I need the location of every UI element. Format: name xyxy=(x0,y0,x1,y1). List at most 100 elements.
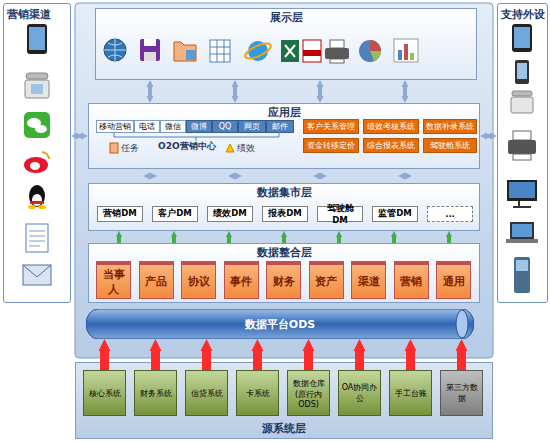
ods-band: 数据平台ODS xyxy=(86,309,474,339)
app-system-box: 数据补录系统 xyxy=(423,119,477,134)
ods-cylinder-end xyxy=(456,310,468,338)
box-label: 财务系统 xyxy=(139,388,173,399)
subject-area-box: 营销 xyxy=(394,261,429,299)
channel-cell: 微信 xyxy=(160,120,186,133)
box-label: 营销 xyxy=(399,274,423,289)
layer-box: 数据集市层营销DM 客户DM 绩效DM 报表DM 驾驶舱DM 监管DM... xyxy=(88,183,480,231)
box-label: 微博 xyxy=(190,121,208,132)
box-label: 邮件 xyxy=(271,121,289,132)
box-label: 通用 xyxy=(442,274,466,289)
source-system-box: 卡系统 xyxy=(236,370,279,416)
data-mart-box: 客户DM xyxy=(152,206,198,222)
data-mart-box: 监管DM xyxy=(372,206,418,222)
box-label: 驾驶舱DM xyxy=(318,203,362,225)
box-label: 卡系统 xyxy=(245,388,271,399)
box-label: 电话 xyxy=(138,121,156,132)
box-label: 驾驶舱系统 xyxy=(429,140,471,151)
box-label: 数据仓库 (原行内ODS) xyxy=(288,378,329,409)
box-label: 监管DM xyxy=(377,208,413,220)
app-system-box: 绩效考核系统 xyxy=(363,119,419,134)
source-system-box: 手工台账 xyxy=(389,370,432,416)
layer-title: 展示层 xyxy=(96,10,476,25)
annotation-label: O2O营销中心 xyxy=(158,140,216,153)
source-system-box: OA协同办公 xyxy=(338,370,381,416)
box-label: 当事人 xyxy=(97,267,130,297)
architecture-frame xyxy=(75,3,493,358)
layer-title: 营销渠道 xyxy=(7,7,51,22)
annotation-label: 任务 xyxy=(121,142,139,155)
app-system-box: 驾驶舱系统 xyxy=(423,138,477,153)
layer-title: 应用层 xyxy=(89,105,479,120)
app-system-box: 综合报表系统 xyxy=(363,138,419,153)
source-system-box: 财务系统 xyxy=(134,370,177,416)
box-label: 事件 xyxy=(229,274,253,289)
box-label: OA协同办公 xyxy=(339,382,380,404)
layer-box: 数据整合层当事人产品 协议 事件 财务资产渠道 营销 通用 xyxy=(88,243,480,303)
channel-cell: 网页 xyxy=(238,120,266,133)
box-label: 绩效DM xyxy=(212,208,248,220)
box-label: 报表DM xyxy=(267,208,303,220)
box-label: 信贷系统 xyxy=(190,388,224,399)
box-label: 数据平台ODS xyxy=(244,317,316,332)
layer-title: 源系统层 xyxy=(76,421,492,436)
box-label: 第三方数据 xyxy=(441,382,482,404)
subject-area-box: 事件 xyxy=(224,261,259,299)
source-system-box: 信贷系统 xyxy=(185,370,228,416)
subject-area-box: 资产 xyxy=(309,261,344,299)
channel-cell: 移动营销 xyxy=(96,120,134,133)
box-label: 财务 xyxy=(272,274,296,289)
box-label: 核心系统 xyxy=(88,388,122,399)
source-system-box: 核心系统 xyxy=(83,370,126,416)
data-mart-box: ... xyxy=(427,206,473,222)
layer-box: 应用层移动营销电话微信微博 QQ 网页邮件 客户关系管理绩效考核系统数据补录系统资金转… xyxy=(88,103,480,169)
source-system-box: 数据仓库 (原行内ODS) xyxy=(287,370,330,416)
connector-arrow xyxy=(487,134,490,138)
box-label: 资金转移定价 xyxy=(306,140,356,151)
box-label: 客户DM xyxy=(157,208,193,220)
source-system-box: 第三方数据 xyxy=(440,370,483,416)
layer-box: 展示层 xyxy=(95,8,477,80)
channel-cell: 电话 xyxy=(134,120,160,133)
ods-cylinder-body xyxy=(86,309,474,339)
box-label: 产品 xyxy=(144,274,168,289)
box-label: ... xyxy=(444,209,456,219)
subject-area-box: 通用 xyxy=(436,261,471,299)
channel-panel: 营销渠道 xyxy=(3,3,71,303)
box-label: 移动营销 xyxy=(98,121,132,132)
subject-area-box: 渠道 xyxy=(351,261,386,299)
channel-cell: 邮件 xyxy=(266,120,294,133)
box-label: 数据补录系统 xyxy=(425,121,475,132)
subject-area-box: 当事人 xyxy=(96,261,131,299)
subject-area-box: 财务 xyxy=(266,261,301,299)
annotation-label: 绩效 xyxy=(237,142,255,155)
layer-title: 支持外设 xyxy=(501,7,545,22)
connector-arrow xyxy=(318,87,322,96)
box-label: 微信 xyxy=(164,121,182,132)
box-label: 网页 xyxy=(243,121,261,132)
box-label: 手工台账 xyxy=(394,388,428,399)
connector-arrow xyxy=(403,87,407,96)
source-layer-box: 源系统层 核心系统 财务系统 信贷系统 卡系统 数据仓库 (原行内ODS) OA协同办公 手工… xyxy=(75,362,493,439)
app-system-box: 客户关系管理 xyxy=(303,119,359,134)
layer-title: 数据整合层 xyxy=(89,245,479,260)
box-label: 综合报表系统 xyxy=(366,140,416,151)
connector-arrow xyxy=(78,134,81,138)
box-label: 营销DM xyxy=(102,208,138,220)
box-label: QQ xyxy=(218,122,233,131)
data-mart-box: 绩效DM xyxy=(207,206,253,222)
box-label: 绩效考核系统 xyxy=(366,121,416,132)
subject-area-box: 协议 xyxy=(181,261,216,299)
layer-title: 数据集市层 xyxy=(89,185,479,200)
app-system-box: 资金转移定价 xyxy=(303,138,359,153)
subject-area-box: 产品 xyxy=(139,261,174,299)
connector-arrow xyxy=(148,87,152,96)
channel-cell: 微博 xyxy=(186,120,212,133)
box-label: 客户关系管理 xyxy=(306,121,356,132)
data-mart-box: 驾驶舱DM xyxy=(317,206,363,222)
channel-cell: QQ xyxy=(212,120,238,133)
box-label: 协议 xyxy=(187,274,211,289)
channel-panel: 支持外设 xyxy=(497,3,548,303)
data-mart-box: 营销DM xyxy=(97,206,143,222)
box-label: 渠道 xyxy=(357,274,381,289)
